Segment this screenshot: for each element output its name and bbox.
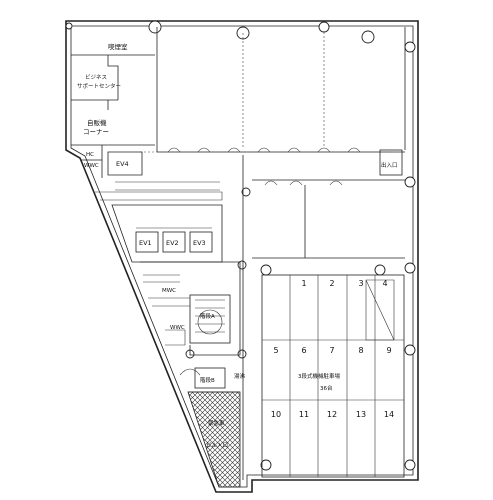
parking-slot-number: 4 bbox=[382, 279, 387, 288]
ev2-label: EV2 bbox=[166, 239, 179, 247]
parking-grid bbox=[261, 274, 405, 478]
parking-slot-number: 13 bbox=[356, 410, 366, 419]
core bbox=[111, 204, 241, 356]
entrance-label: 出入口 bbox=[381, 161, 398, 169]
columns bbox=[65, 20, 416, 471]
stairs-a-label: 階段A bbox=[200, 312, 215, 320]
vending-label-1: 自販機 bbox=[87, 118, 107, 127]
ev1-label: EV1 bbox=[139, 239, 152, 247]
parking-label-2: 36台 bbox=[320, 384, 333, 392]
parking-slot-number: 9 bbox=[386, 346, 391, 355]
vending-label-2: コーナー bbox=[83, 128, 109, 136]
parking-slot-number: 12 bbox=[327, 410, 337, 419]
parking-slot-number: 7 bbox=[329, 346, 334, 355]
parking-slot-number: 2 bbox=[329, 279, 334, 288]
office-zone bbox=[140, 27, 406, 153]
stairs-b-label: 階段B bbox=[200, 376, 215, 384]
parking-slot-number: 8 bbox=[358, 346, 363, 355]
business-center-label-1: ビジネス bbox=[85, 73, 107, 81]
parking-slot-number: 6 bbox=[301, 346, 306, 355]
parking-slot-number: 3 bbox=[358, 279, 363, 288]
left-rooms bbox=[71, 54, 223, 201]
ev3-label: EV3 bbox=[193, 239, 206, 247]
parking-slot-number: 10 bbox=[271, 410, 281, 419]
hot-water-label: 湯沸 bbox=[234, 372, 246, 380]
business-center-label-2: サポートセンター bbox=[77, 82, 121, 90]
smoking-room-label: 喫煙室 bbox=[108, 42, 128, 51]
emergency-label-2: ビル入口 bbox=[206, 441, 228, 449]
right-rooms bbox=[242, 149, 405, 480]
hc-label: HC bbox=[86, 152, 94, 158]
parking-label-1: 3段式機械駐車場 bbox=[298, 372, 340, 380]
parking-slot-number: 1 bbox=[301, 279, 306, 288]
parking-slot-number: 11 bbox=[299, 410, 309, 419]
emergency-entrance-area bbox=[179, 367, 241, 488]
mwc-label: MWC bbox=[162, 288, 176, 294]
parking-slot-number: 14 bbox=[384, 410, 394, 419]
ev4-label: EV4 bbox=[116, 160, 129, 168]
emergency-label-1: 緊急車 bbox=[208, 419, 225, 427]
wwc-label: WWC bbox=[170, 325, 185, 331]
wwc-top-label: WWC bbox=[84, 163, 99, 169]
outer-walls bbox=[65, 20, 419, 493]
parking-slot-number: 5 bbox=[273, 346, 278, 355]
